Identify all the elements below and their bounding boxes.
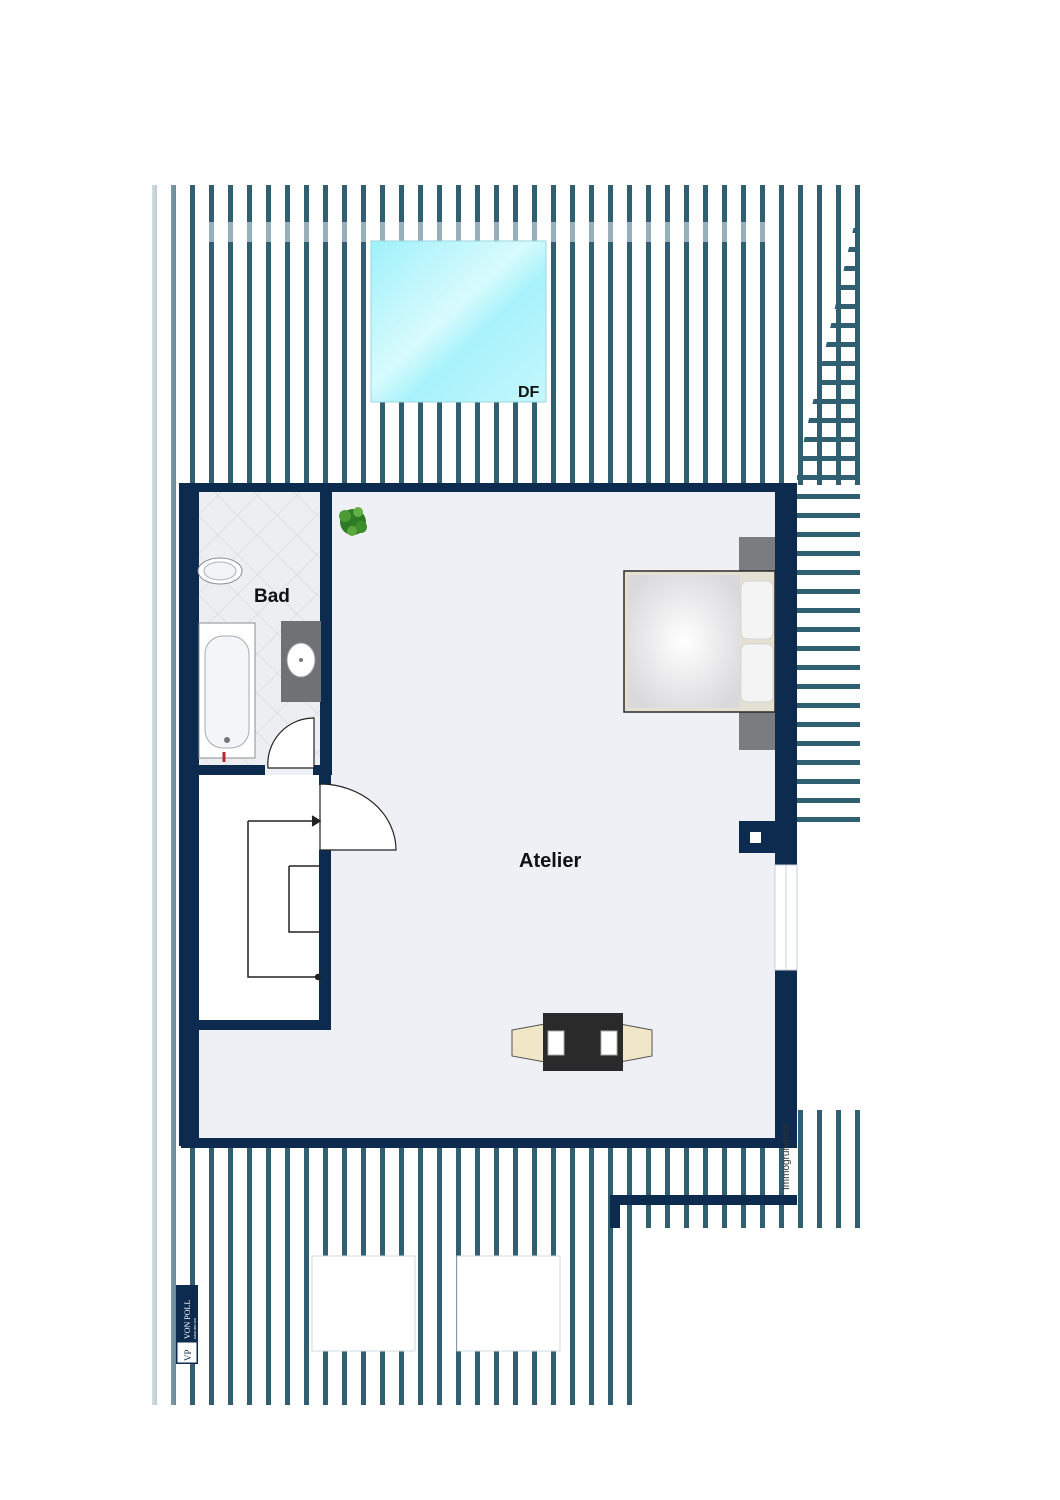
walls	[179, 483, 797, 1228]
door-icon	[319, 783, 397, 851]
skylight-label: DF	[518, 384, 540, 401]
roof-bottom-right-stripes	[789, 1110, 860, 1228]
wall-stair-bottom	[199, 1020, 331, 1030]
stairs-icon	[247, 815, 322, 981]
stair-room-floor	[199, 775, 320, 1021]
wall-bath-right	[320, 491, 332, 766]
wall-bath-bottom-2	[313, 765, 332, 775]
wall-bath-bottom	[199, 765, 265, 775]
bed-duvet	[628, 575, 740, 708]
wall-bottom-step-v	[610, 1195, 620, 1228]
wall-bottom	[181, 1138, 777, 1148]
chimney-icon	[739, 821, 775, 853]
brand-sub: IMMOBILIEN	[193, 1317, 197, 1339]
toilet-icon	[197, 557, 243, 585]
pillow-top	[740, 580, 774, 640]
roof-window-left	[311, 1255, 416, 1352]
skylight: DF	[370, 240, 547, 403]
wall-stair-right	[319, 850, 331, 1030]
room-label-atelier: Atelier	[519, 850, 581, 872]
roof-notch	[610, 1228, 860, 1405]
bed-icon	[623, 537, 776, 750]
brand-logo: VP VON POLL IMMOBILIEN	[176, 1285, 198, 1364]
room-label-bad: Bad	[254, 586, 290, 607]
table-chairs-icon	[511, 1013, 653, 1071]
pillow-bottom	[740, 643, 774, 703]
wall-right-lower	[775, 970, 797, 1148]
roof-inner-fade	[200, 222, 775, 242]
roof-window-right	[456, 1255, 561, 1352]
wall-top	[181, 483, 777, 492]
brand-name: VON POLL	[183, 1300, 192, 1339]
plant-icon	[339, 507, 367, 536]
credit-label: Immogrundriss	[781, 1124, 792, 1190]
wall-bottom-step	[610, 1195, 797, 1205]
skylight-glass	[370, 240, 547, 403]
sink-icon	[281, 621, 321, 702]
wall-stair-right-top	[319, 775, 331, 785]
bathtub-icon	[198, 622, 256, 762]
nightstand-bottom	[739, 710, 775, 750]
wall-left	[179, 483, 199, 1146]
roof-right-stripes	[797, 200, 860, 825]
brand-monogram: VP	[183, 1349, 193, 1361]
door-icon	[267, 717, 315, 769]
wall-right-upper	[775, 483, 797, 865]
